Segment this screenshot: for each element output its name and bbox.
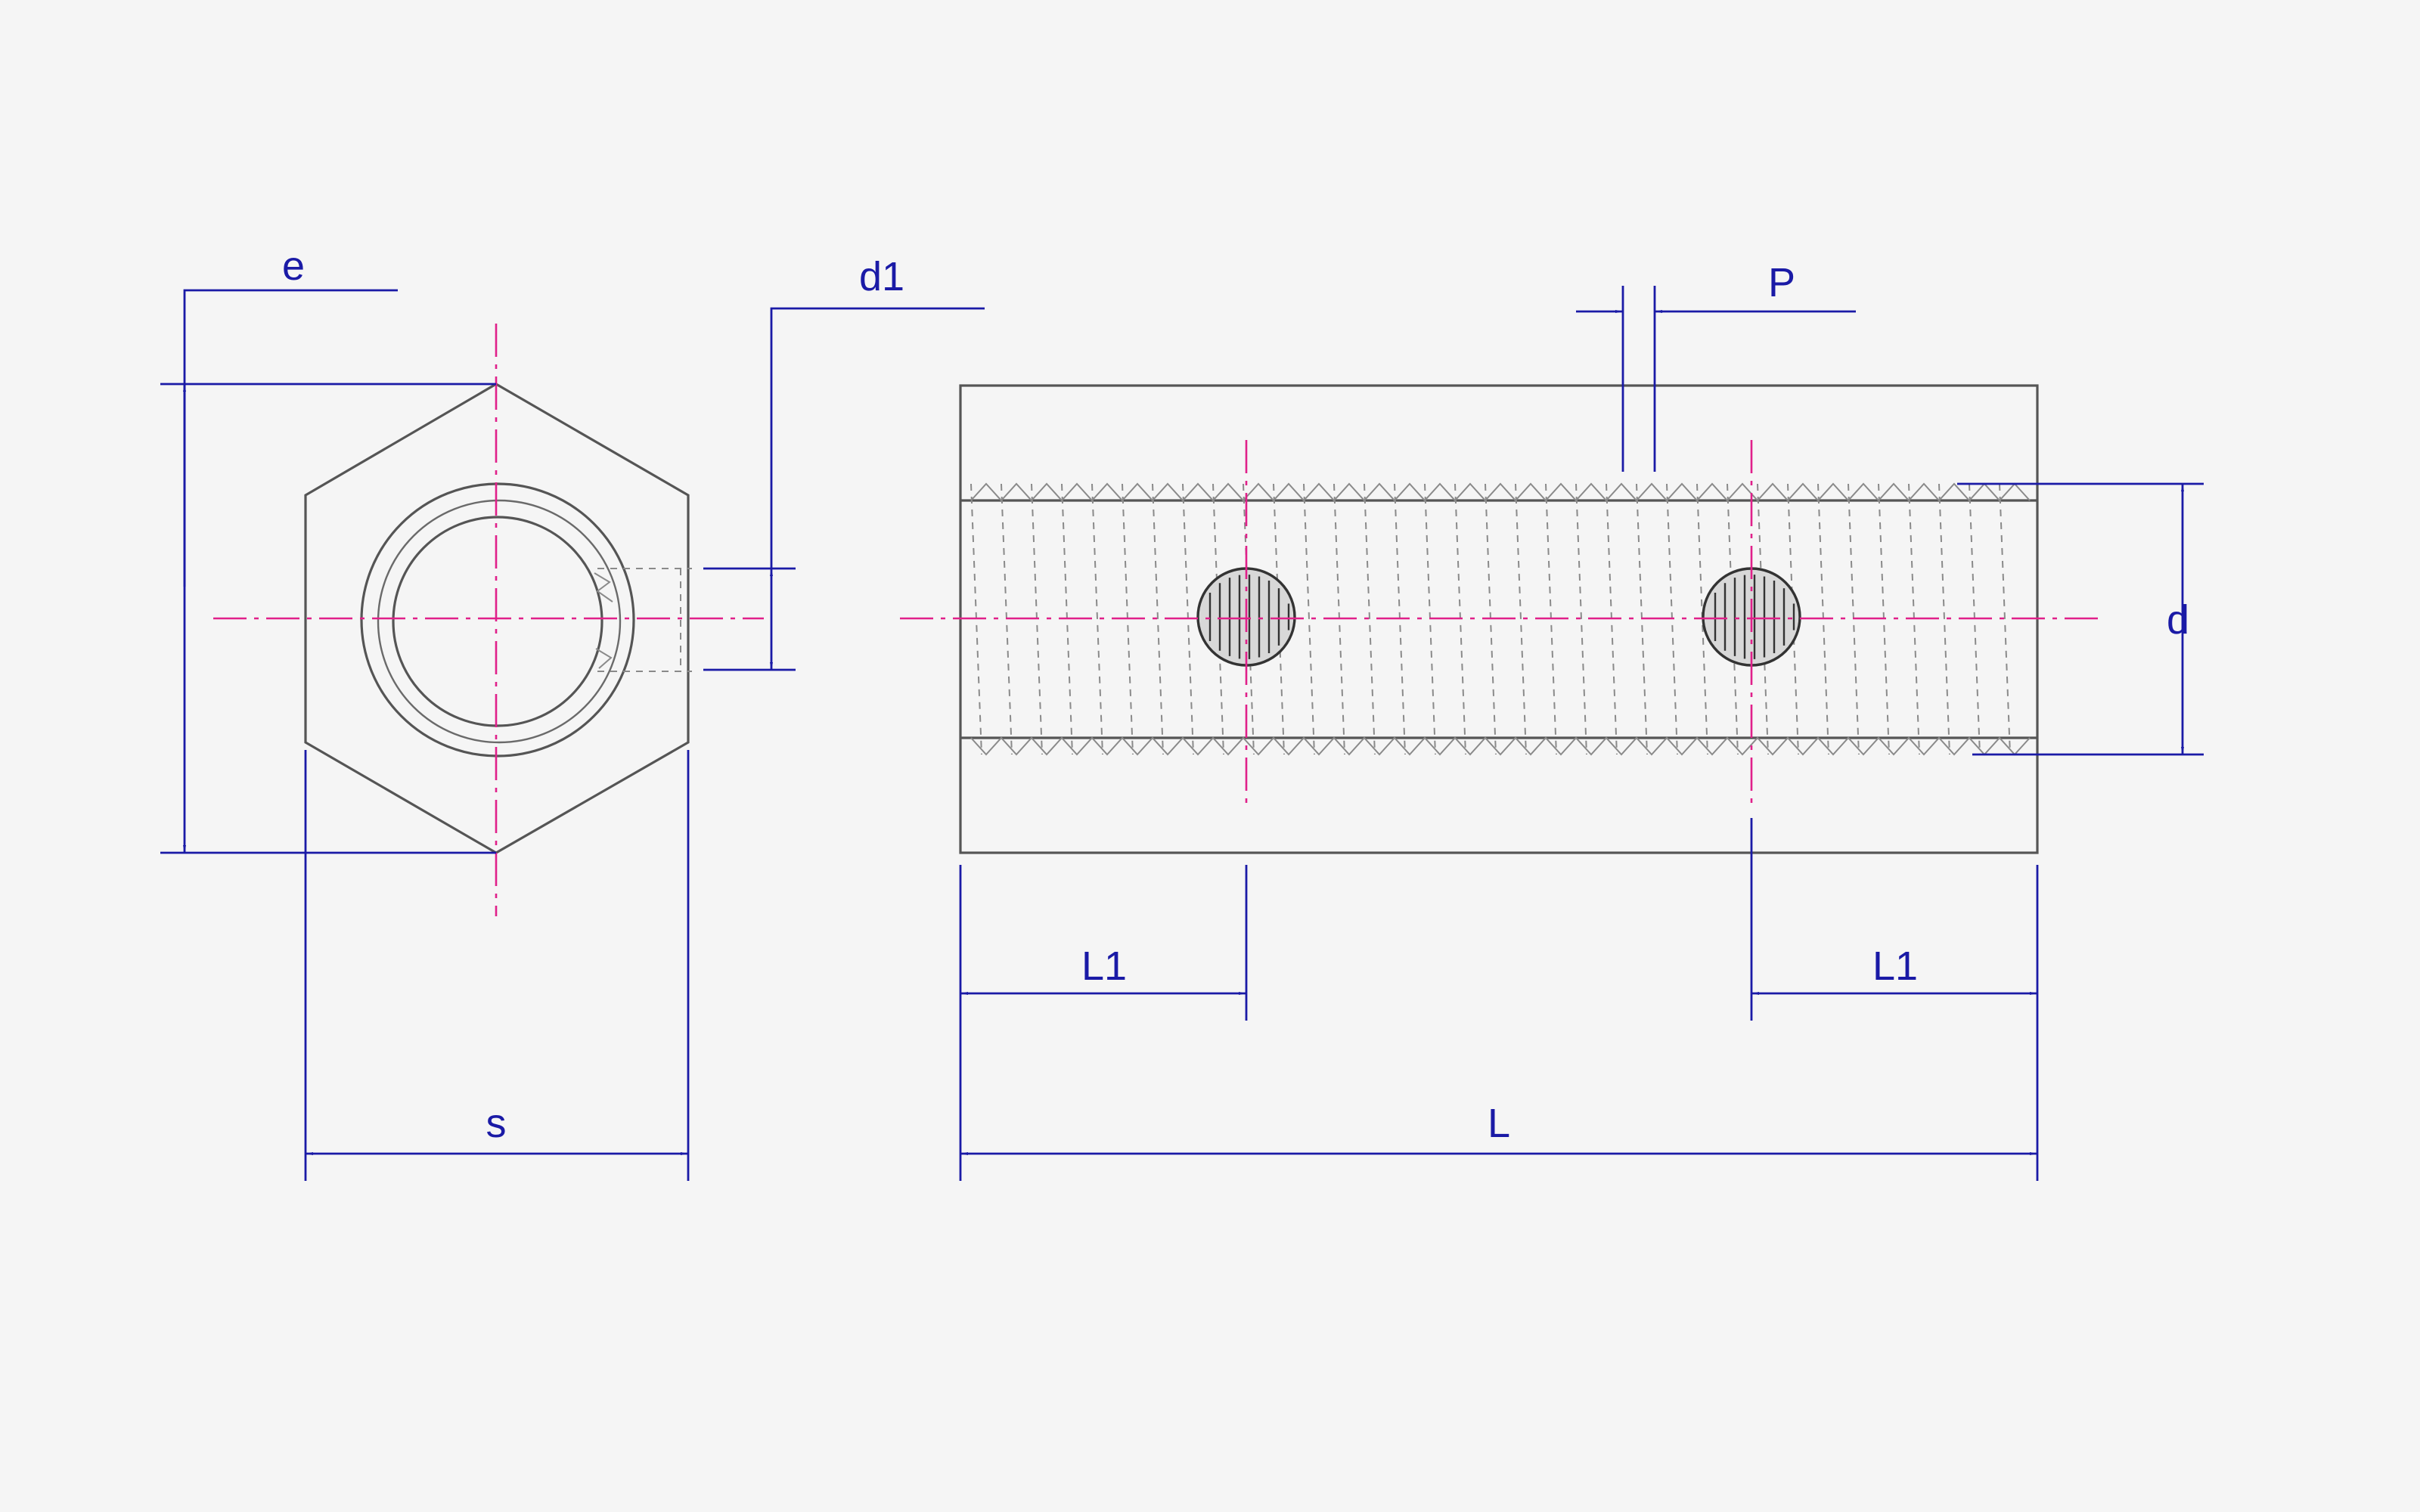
thread-pattern (970, 482, 2031, 756)
dimension-l1-right: L1 (1750, 818, 2039, 1021)
dimension-e-label: e (282, 243, 305, 289)
bore-circle (392, 516, 603, 727)
dimension-l: L (959, 1018, 2039, 1181)
dimension-p-label: P (1768, 260, 1795, 305)
dimension-s-label: s (486, 1101, 507, 1146)
front-view (213, 324, 764, 916)
dimension-d1-label: d1 (859, 254, 904, 299)
dimension-d-label: d (2167, 597, 2189, 643)
dimension-d: d (1957, 482, 2204, 756)
dimension-p: P (1576, 260, 1856, 472)
dimension-e: e (160, 243, 496, 854)
dimension-l1-left: L1 (959, 865, 1248, 1021)
dimension-d1: d1 (703, 254, 985, 671)
dimension-l1-left-label: L1 (1081, 943, 1127, 989)
thread-major-circle (377, 499, 622, 744)
cross-hole-indication (594, 568, 692, 672)
dimension-l1-right-label: L1 (1872, 943, 1918, 989)
chamfer-circle (360, 482, 635, 758)
dimension-s: s (304, 750, 690, 1181)
dimension-l-label: L (1488, 1101, 1510, 1146)
side-view (900, 384, 2102, 854)
